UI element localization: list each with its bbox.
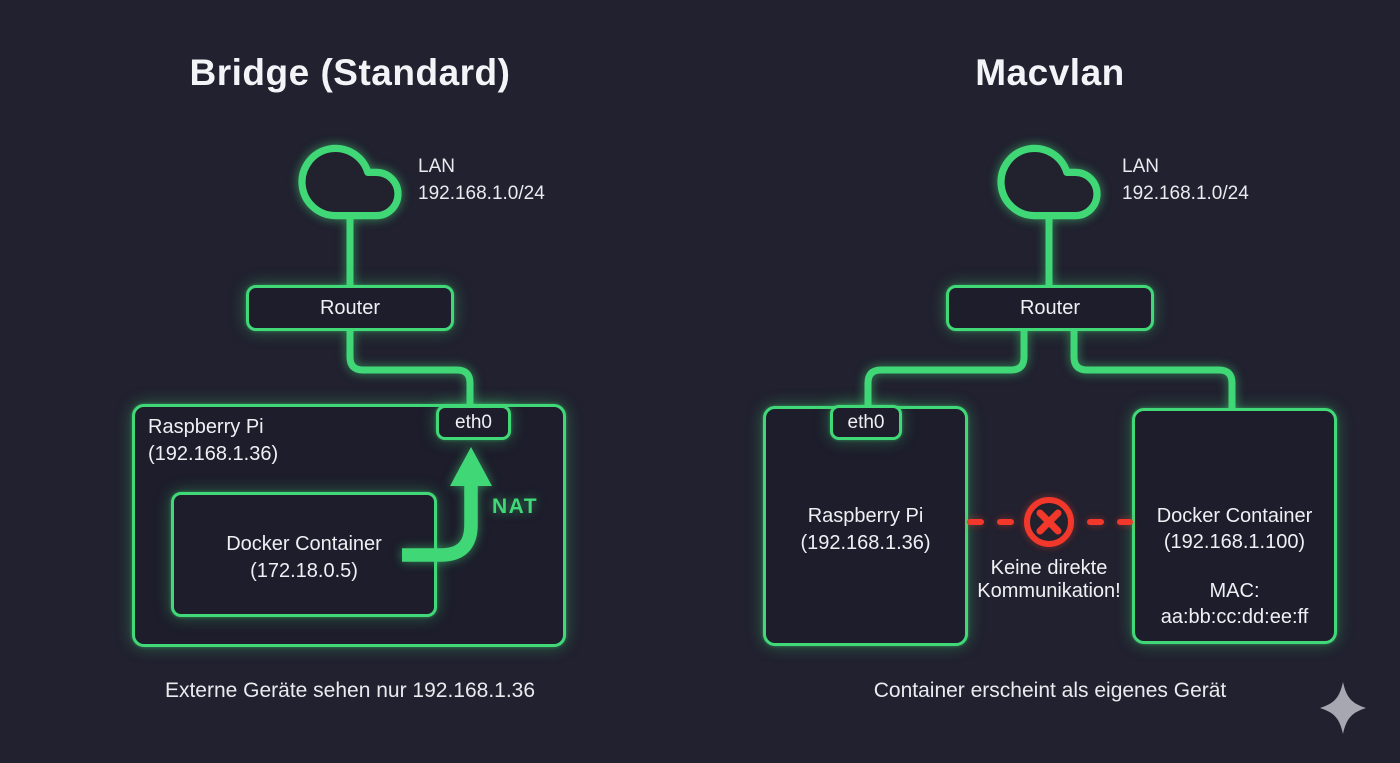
host-ip: (192.168.1.36) [148,443,279,465]
left-container-label: Docker Container (172.18.0.5) [174,531,434,585]
nat-label: NAT [492,495,539,518]
host-name: Raspberry Pi [807,505,924,527]
left-host-label: Raspberry Pi (192.168.1.36) [148,414,278,468]
right-lan-label: LAN 192.168.1.0/24 [1122,153,1249,207]
right-eth0-badge: eth0 [830,405,902,440]
left-router-box: Router [246,285,454,331]
container-name: Docker Container [1156,505,1313,527]
right-router-pi-connector [864,327,1028,414]
container-ip: (192.168.1.100) [1163,531,1306,553]
blocked-communication-label: Keine direkte Kommunikation! [949,557,1149,603]
container-mac: aa:bb:cc:dd:ee:ff [1160,606,1309,628]
host-ip: (192.168.1.36) [800,532,931,554]
blocked-connection [967,497,1133,547]
lan-subnet: 192.168.1.0/24 [418,183,545,204]
left-eth0-badge: eth0 [436,405,511,440]
right-router-container-connector [1070,327,1236,416]
router-label: Router [319,296,381,319]
right-router-box: Router [946,285,1154,331]
right-container-box: Docker Container (192.168.1.100) MAC: aa… [1132,408,1337,644]
blocked-line1: Keine direkte [990,557,1108,579]
right-host-box: Raspberry Pi (192.168.1.36) [763,406,968,646]
left-panel-title: Bridge (Standard) [189,52,511,93]
left-caption: Externe Geräte sehen nur 192.168.1.36 [164,679,536,702]
eth0-label: eth0 [455,411,492,433]
x-circle-icon [1024,497,1074,547]
left-lan-label: LAN 192.168.1.0/24 [418,153,545,207]
lan-name: LAN [1122,156,1159,177]
left-host-box: Raspberry Pi (192.168.1.36) Docker Conta… [132,404,566,647]
router-label: Router [1019,296,1081,319]
eth0-label: eth0 [847,411,885,433]
container-mac-label: MAC: [1209,580,1260,602]
right-panel-title: Macvlan [975,52,1125,93]
lan-subnet: 192.168.1.0/24 [1122,183,1249,204]
right-caption: Container erscheint als eigenes Gerät [873,679,1227,702]
lan-name: LAN [418,156,455,177]
right-host-label: Raspberry Pi (192.168.1.36) [766,503,965,557]
blocked-line2: Kommunikation! [977,580,1121,602]
cloud-icon [298,144,402,220]
left-router-eth0-connector [346,327,474,414]
container-ip: (172.18.0.5) [250,560,358,582]
cloud-icon [997,144,1101,220]
container-name: Docker Container [226,533,382,555]
host-name: Raspberry Pi [148,416,264,438]
right-container-label: Docker Container (192.168.1.100) MAC: aa… [1135,503,1334,630]
left-container-box: Docker Container (172.18.0.5) [171,492,437,617]
